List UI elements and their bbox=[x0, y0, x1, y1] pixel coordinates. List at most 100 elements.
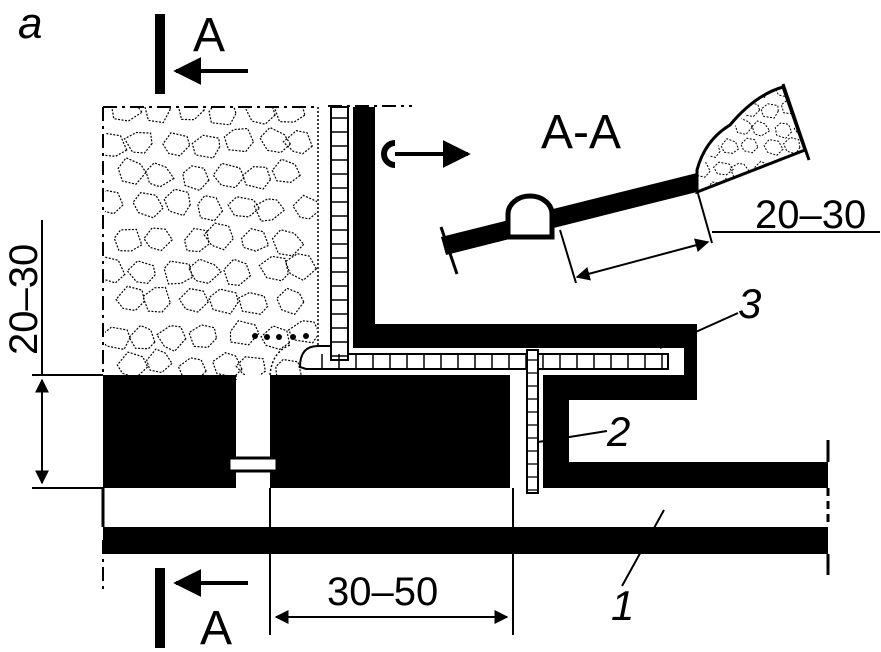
rubble-stone bbox=[790, 161, 805, 177]
rubble-stone bbox=[143, 227, 174, 252]
rubble-stone bbox=[771, 162, 791, 177]
rubble-stone bbox=[142, 286, 171, 313]
rubble-stone bbox=[178, 287, 210, 313]
insulation-vertical bbox=[330, 106, 349, 361]
rubble-stone bbox=[191, 134, 221, 159]
dim-section-label: 20–30 bbox=[755, 193, 866, 237]
rubble-stone bbox=[105, 326, 131, 351]
rubble-stone bbox=[182, 165, 210, 192]
rubble-stone bbox=[116, 351, 149, 375]
rubble-stone bbox=[731, 87, 750, 95]
rubble-stone bbox=[287, 320, 317, 344]
rubble-stone bbox=[156, 324, 187, 353]
rubble-stone bbox=[212, 162, 245, 189]
rubble-stone bbox=[235, 356, 267, 375]
rubble-stone bbox=[729, 162, 750, 179]
rubble-stone bbox=[188, 258, 223, 284]
foundation-block-left bbox=[103, 375, 510, 488]
rubble-stone bbox=[117, 157, 147, 185]
rubble-stone bbox=[126, 260, 156, 285]
rubble-stone bbox=[208, 288, 239, 315]
rubble-stone bbox=[253, 198, 286, 222]
callout-2-label: 2 bbox=[606, 408, 630, 455]
rubble-stone bbox=[276, 287, 305, 316]
rubble-stone bbox=[227, 196, 261, 218]
rubble-stone bbox=[144, 107, 171, 124]
rubble-stone bbox=[259, 126, 292, 154]
section-marker-top: A bbox=[155, 9, 248, 94]
rubble-stone bbox=[258, 255, 290, 282]
rubble-stone bbox=[697, 160, 711, 178]
callout-1: 1 bbox=[611, 509, 665, 629]
rubble-stone bbox=[718, 101, 737, 116]
rubble-stone bbox=[211, 352, 243, 375]
rubble-stone bbox=[105, 189, 124, 215]
rubble-stone bbox=[229, 320, 260, 346]
rubble-stone bbox=[720, 138, 740, 154]
rubble-stone bbox=[710, 87, 728, 97]
rubble-stone bbox=[697, 118, 714, 136]
rubble-stone bbox=[712, 161, 734, 176]
rubble-stone bbox=[115, 285, 146, 312]
rubble-stone bbox=[162, 132, 191, 157]
insulation-strip-2 bbox=[526, 349, 539, 494]
rubble-stone bbox=[271, 158, 301, 184]
rubble-stone bbox=[271, 229, 305, 257]
rubble-stone bbox=[793, 120, 805, 138]
rubble-stone bbox=[282, 130, 313, 155]
dim-height: 20–30 bbox=[2, 220, 103, 489]
callout-3-label: 3 bbox=[738, 280, 761, 327]
rubble-stone bbox=[245, 107, 276, 125]
callout-2: 2 bbox=[537, 408, 630, 455]
rubble-stone bbox=[163, 260, 194, 285]
rubble-stone bbox=[292, 194, 317, 220]
slab-base bbox=[101, 440, 830, 575]
dim-width-label: 30–50 bbox=[327, 570, 438, 614]
rubble-stone bbox=[240, 228, 270, 252]
rubble-stone bbox=[111, 107, 143, 122]
rubble-stone bbox=[763, 139, 784, 156]
rubble-stone bbox=[146, 348, 173, 374]
section-marker-top-label: A bbox=[193, 9, 225, 62]
rubble-stone bbox=[223, 127, 255, 153]
rubble-stone bbox=[702, 101, 721, 118]
dim-width: 30–50 bbox=[269, 488, 514, 635]
rubble-stone bbox=[751, 87, 769, 98]
rubble-stone bbox=[208, 107, 237, 126]
section-inset: 20–30 bbox=[439, 83, 880, 284]
rubble-stone bbox=[274, 107, 306, 123]
rubble-stone bbox=[242, 165, 272, 190]
rubble-stone bbox=[105, 132, 128, 157]
section-marker-bottom: A bbox=[155, 568, 248, 652]
section-title: A-A bbox=[541, 106, 621, 159]
callout-1-label: 1 bbox=[611, 582, 634, 629]
rubble-stone bbox=[238, 291, 269, 315]
rubble-stone bbox=[128, 324, 156, 350]
drain-dots bbox=[252, 333, 309, 340]
rubble-fill bbox=[105, 107, 319, 375]
insulation-horizontal bbox=[298, 345, 669, 370]
rubble-stone bbox=[183, 227, 210, 253]
callout-3: 3 bbox=[659, 280, 761, 349]
rubble-stone bbox=[697, 87, 711, 96]
drain-symbol bbox=[381, 140, 471, 168]
rubble-stone bbox=[163, 188, 191, 217]
rubble-stone bbox=[223, 258, 252, 287]
rubble-stone bbox=[197, 195, 224, 222]
rubble-stone bbox=[774, 122, 793, 139]
rubble-stone bbox=[284, 253, 317, 282]
rubble-stone bbox=[188, 324, 218, 349]
rubble-stone bbox=[145, 162, 175, 188]
rubble-stone bbox=[760, 103, 779, 119]
rubble-stone bbox=[740, 137, 759, 154]
rubble-stone bbox=[113, 228, 143, 252]
rubble-stone bbox=[260, 325, 291, 351]
rubble-stone bbox=[203, 222, 234, 251]
rubble-stone bbox=[132, 191, 164, 219]
rubble-stone bbox=[123, 131, 153, 154]
rubble-stone bbox=[105, 256, 126, 284]
rubble-stone bbox=[751, 120, 771, 137]
rubble-stone bbox=[792, 87, 805, 97]
panel-label: a bbox=[18, 0, 42, 48]
